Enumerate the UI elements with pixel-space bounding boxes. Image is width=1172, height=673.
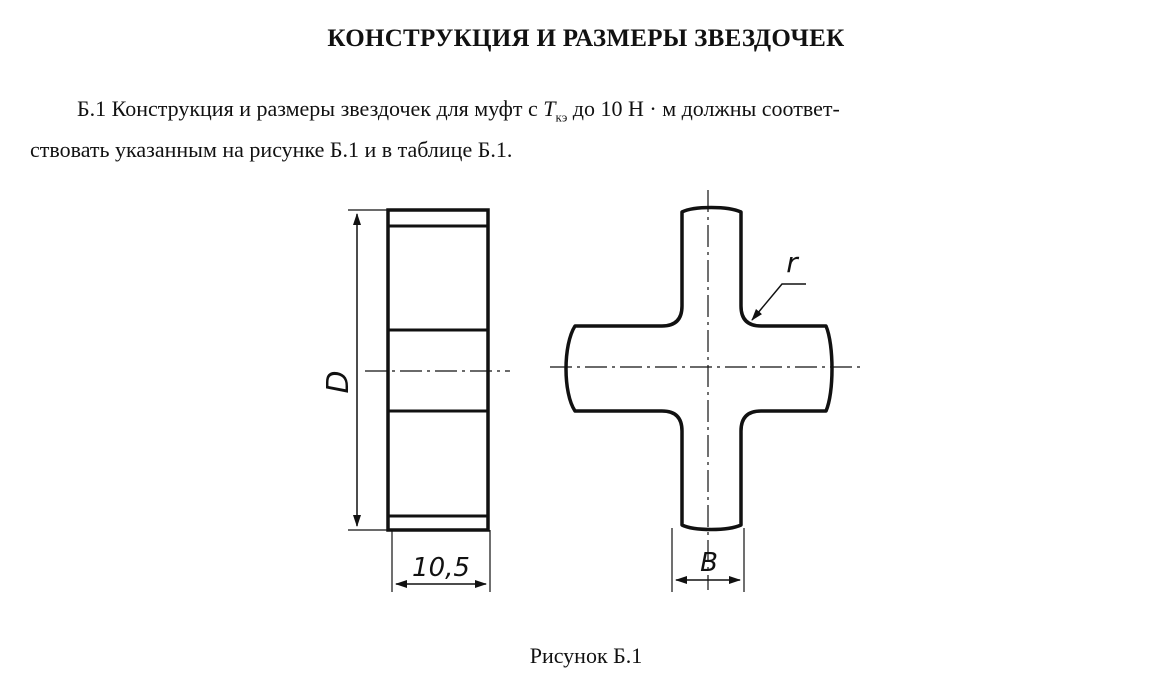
torque-subscript: кэ <box>555 109 568 125</box>
b-label: B <box>700 548 718 578</box>
cross-outline <box>564 205 834 532</box>
paragraph-text-start: Б.1 Конструкция и размеры звездочек для … <box>77 96 544 121</box>
diameter-label: D <box>321 370 356 393</box>
front-view <box>550 190 860 592</box>
torque-symbol: Tкэ <box>543 96 568 125</box>
side-view-outline <box>386 208 490 532</box>
section-heading: КОНСТРУКЦИЯ И РАЗМЕРЫ ЗВЕЗДОЧЕК <box>327 25 845 52</box>
radius-leader <box>751 283 806 321</box>
paragraph-text-end: до 10 Н · м должны соответ- <box>567 96 840 121</box>
paragraph-b1: Б.1 Конструкция и размеры звездочек для … <box>30 92 1145 166</box>
width-label: 10,5 <box>412 553 470 583</box>
side-view <box>348 208 510 592</box>
paragraph-line-1: Б.1 Конструкция и размеры звездочек для … <box>30 92 1145 133</box>
paragraph-line-2: ствовать указанным на рисунке Б.1 и в та… <box>30 137 513 163</box>
figure-caption: Рисунок Б.1 <box>529 643 643 668</box>
radius-label: r <box>786 246 799 279</box>
